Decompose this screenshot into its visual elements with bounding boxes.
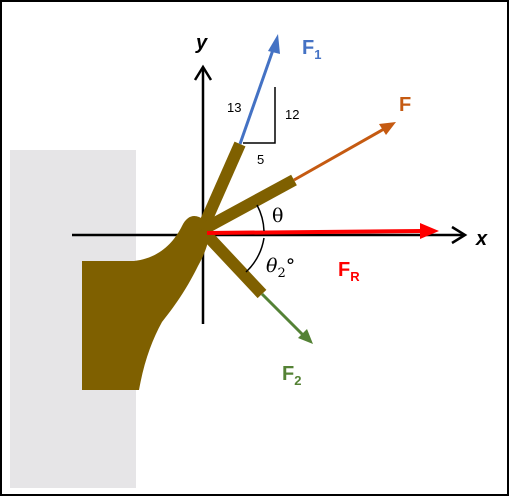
- theta2-label: θ2°: [266, 255, 295, 281]
- slope-triangle: [243, 87, 276, 144]
- f-arrowhead: [379, 122, 396, 135]
- fr-label: FR: [338, 259, 360, 284]
- y-axis-label: y: [195, 32, 208, 54]
- f1-line: [238, 46, 276, 145]
- theta-label: θ: [272, 205, 283, 227]
- y-axis-arrowhead: [193, 64, 213, 81]
- f-line: [293, 127, 385, 182]
- rod-f1: [196, 141, 246, 233]
- run-label: 5: [257, 152, 264, 167]
- x-axis-label: x: [475, 228, 488, 250]
- rod-f: [199, 174, 297, 236]
- f1-label: F1: [302, 37, 321, 62]
- f2-arrowhead: [298, 329, 313, 344]
- f-label: F: [399, 94, 411, 116]
- theta-arc: [256, 204, 265, 232]
- fr-line: [206, 229, 423, 235]
- f2-label: F2: [282, 363, 301, 388]
- x-axis-arrowhead: [451, 225, 468, 245]
- hypotenuse-label: 13: [227, 100, 241, 115]
- f1-arrowhead: [268, 34, 280, 54]
- theta2-arc: [245, 237, 265, 273]
- rod-f2: [197, 225, 267, 299]
- bracket-body: [82, 216, 209, 390]
- fr-arrowhead: [420, 223, 439, 239]
- f2-line: [260, 292, 305, 337]
- rise-label: 12: [285, 107, 299, 122]
